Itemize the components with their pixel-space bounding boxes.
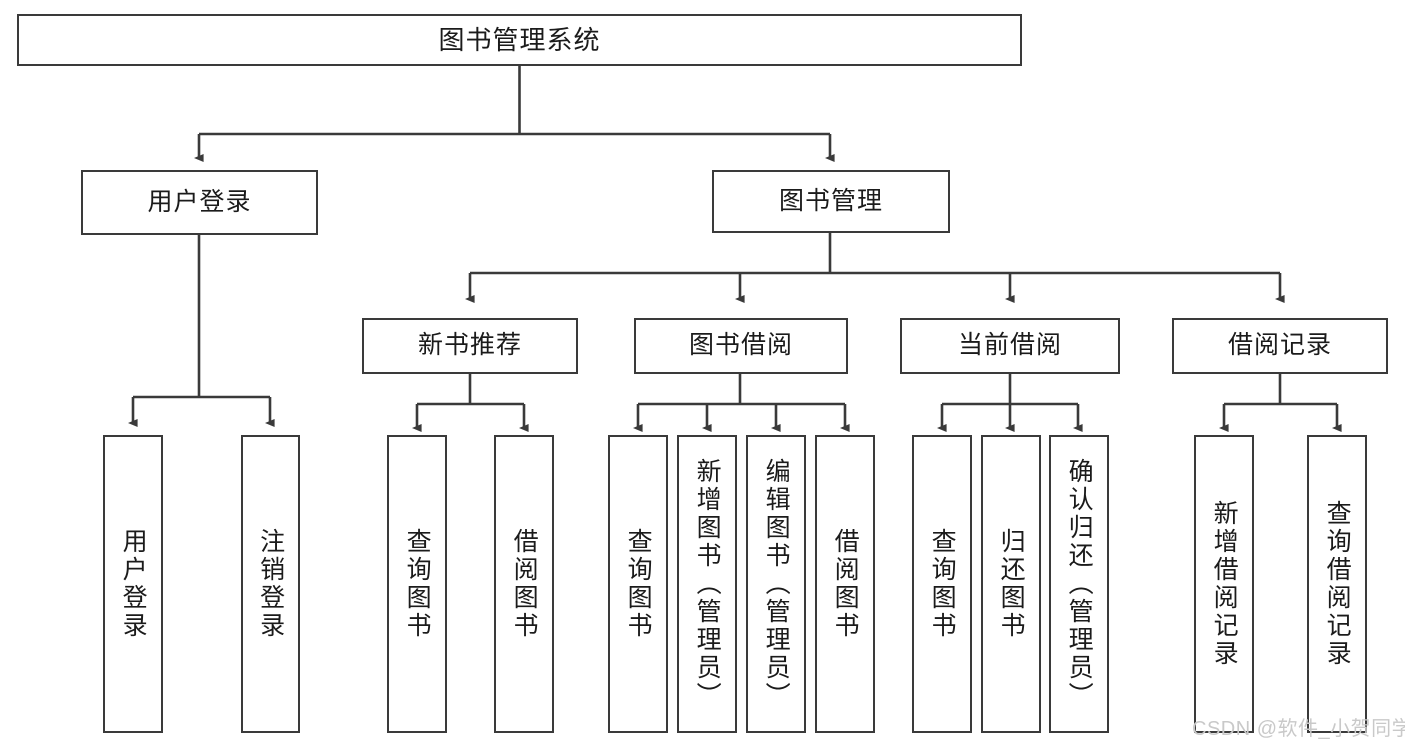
node-label: 借阅图书 xyxy=(831,528,860,640)
node-leaf-logout[interactable]: 注销登录 xyxy=(241,435,300,733)
node-label: 当前借阅 xyxy=(957,331,1062,360)
node-label: 确认归还（管理员） xyxy=(1065,458,1094,710)
node-leaf-edit-book[interactable]: 编辑图书（管理员） xyxy=(746,435,806,733)
node-leaf-query-record[interactable]: 查询借阅记录 xyxy=(1307,435,1367,733)
node-leaf-borrow-book-1[interactable]: 借阅图书 xyxy=(494,435,554,733)
node-current-borrow[interactable]: 当前借阅 xyxy=(900,318,1120,374)
node-label: 新增图书（管理员） xyxy=(693,458,722,710)
node-book-borrow[interactable]: 图书借阅 xyxy=(634,318,848,374)
node-label: 查询图书 xyxy=(928,528,957,640)
node-leaf-return-book[interactable]: 归还图书 xyxy=(981,435,1041,733)
node-borrow-record[interactable]: 借阅记录 xyxy=(1172,318,1388,374)
node-label: 查询图书 xyxy=(624,528,653,640)
node-label: 图书借阅 xyxy=(688,331,793,360)
node-new-book-rec[interactable]: 新书推荐 xyxy=(362,318,578,374)
node-book-manage[interactable]: 图书管理 xyxy=(712,170,950,233)
node-label: 用户登录 xyxy=(147,187,252,216)
node-leaf-confirm-return[interactable]: 确认归还（管理员） xyxy=(1049,435,1109,733)
node-label: 查询借阅记录 xyxy=(1323,500,1352,668)
node-label: 图书管理 xyxy=(778,186,883,215)
node-label: 图书管理系统 xyxy=(438,24,601,55)
node-leaf-query-book-1[interactable]: 查询图书 xyxy=(387,435,447,733)
node-leaf-add-record[interactable]: 新增借阅记录 xyxy=(1194,435,1254,733)
node-leaf-query-book-2[interactable]: 查询图书 xyxy=(608,435,668,733)
node-user-login[interactable]: 用户登录 xyxy=(81,170,318,235)
node-leaf-query-book-3[interactable]: 查询图书 xyxy=(912,435,972,733)
node-label: 用户登录 xyxy=(119,528,148,640)
node-label: 注销登录 xyxy=(256,528,285,640)
csdn-watermark: CSDN @软件_小贺同学 xyxy=(1192,718,1405,740)
node-root-system[interactable]: 图书管理系统 xyxy=(17,14,1022,66)
node-label: 新书推荐 xyxy=(417,331,522,360)
node-leaf-borrow-book-2[interactable]: 借阅图书 xyxy=(815,435,875,733)
node-leaf-add-book[interactable]: 新增图书（管理员） xyxy=(677,435,737,733)
node-label: 归还图书 xyxy=(997,528,1026,640)
node-label: 借阅记录 xyxy=(1227,331,1332,360)
node-label: 借阅图书 xyxy=(510,528,539,640)
node-leaf-user-login[interactable]: 用户登录 xyxy=(103,435,163,733)
node-label: 编辑图书（管理员） xyxy=(762,458,791,710)
node-label: 查询图书 xyxy=(403,528,432,640)
node-label: 新增借阅记录 xyxy=(1210,500,1239,668)
